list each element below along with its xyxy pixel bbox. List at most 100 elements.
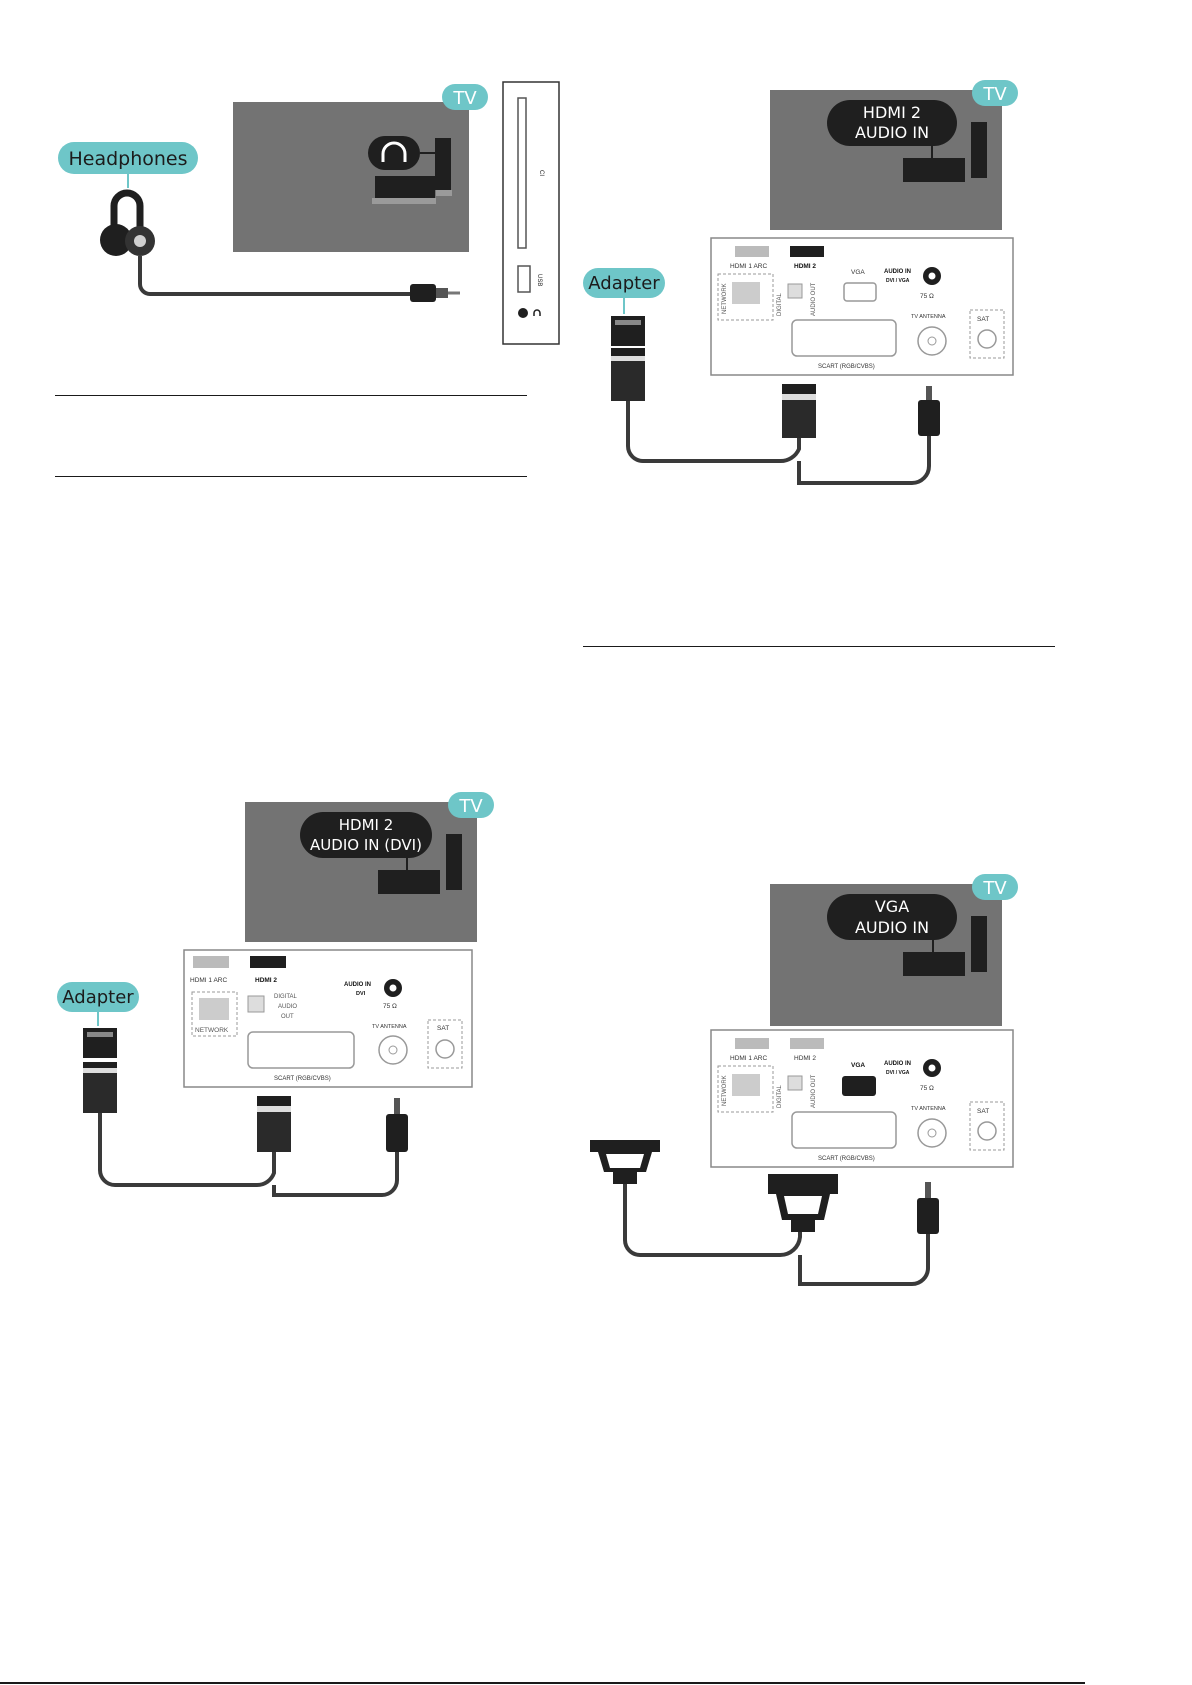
scart-port [791, 319, 897, 357]
port-callout-line1: HDMI 2 [863, 103, 921, 122]
port-callout [300, 812, 432, 858]
network-label: NETWORK [195, 1027, 229, 1034]
tv-badge-label: TV [452, 88, 477, 109]
divider [55, 395, 527, 396]
adapter-callout [583, 268, 665, 298]
tv-badge [972, 874, 1018, 900]
adapter-cable [626, 401, 801, 463]
tv-antenna-label: TV ANTENNA [911, 314, 946, 320]
hdmi-dvi-audio-diagram: TV HDMI 2 AUDIO IN (DVI) HDMI 1 ARC HDMI… [57, 792, 494, 1197]
scart-label: SCART (RGB/CVBS) [818, 364, 875, 370]
hdmi2-label: HDMI 2 [794, 1055, 816, 1062]
tv-badge [448, 792, 494, 818]
adapter-cable [98, 1113, 276, 1188]
tv-antenna-port [917, 1118, 947, 1148]
tv-port-panel [710, 1029, 1014, 1168]
port-callout-line2: AUDIO IN (DVI) [310, 836, 422, 854]
network-port-group [717, 273, 774, 321]
hdmi2-port [250, 956, 286, 968]
tv-antenna-port [917, 326, 947, 356]
vga-audio-diagram: TV VGA AUDIO IN HDMI 1 ARC HDMI 2 VGA AU… [590, 874, 1018, 1286]
adapter-callout [57, 982, 139, 1012]
sat-label: SAT [977, 1108, 989, 1115]
headphones-callout-label: Headphones [68, 148, 187, 170]
scart-label: SCART (RGB/CVBS) [274, 1076, 331, 1082]
jack-plug [410, 284, 436, 302]
vga-label: VGA [851, 269, 865, 276]
tv-badge-label: TV [982, 878, 1007, 899]
side-slot [446, 834, 462, 890]
vga-port [842, 1076, 876, 1096]
audio-out-label: AUDIO OUT [811, 1074, 817, 1108]
scart-label: SCART (RGB/CVBS) [818, 1156, 875, 1162]
tv-antenna-label: TV ANTENNA [372, 1024, 407, 1030]
tv-badge-label: TV [458, 796, 483, 817]
port-callout-line2: AUDIO IN [855, 918, 929, 937]
headphone-port-bubble [368, 136, 420, 170]
figure-vga-audio-in: TV VGA AUDIO IN HDMI 1 ARC HDMI 2 VGA AU… [578, 870, 1038, 1295]
hdmi1-port [193, 956, 229, 968]
audio-plug [917, 1198, 939, 1234]
port-callout-line1: VGA [875, 897, 909, 916]
vga-plug-left [590, 1140, 660, 1152]
hdmi-plug [257, 1096, 291, 1106]
headphone-symbol-icon [533, 309, 541, 316]
network-port [199, 998, 229, 1020]
hdmi1-port [735, 246, 769, 257]
network-port-group [717, 1065, 774, 1113]
hdmi2-port [790, 246, 824, 257]
tv-port-block [375, 176, 435, 198]
hdmi-adapter-plug [83, 1073, 117, 1113]
digital-audio-label: AUDIO [278, 1004, 297, 1010]
headphone-jack [518, 308, 528, 318]
digital-out-label: OUT [281, 1014, 294, 1020]
vga-label: VGA [851, 1062, 865, 1069]
network-port [732, 282, 760, 304]
figure-hdmi-audio-in-dvi: TV HDMI 2 AUDIO IN (DVI) HDMI 1 ARC HDMI… [52, 790, 524, 1208]
tv-badge-label: TV [982, 84, 1007, 105]
ci-label: CI [538, 170, 544, 176]
audio-in-label: AUDIO IN [884, 269, 911, 275]
digital-audio-port [787, 283, 803, 299]
audio-cable [272, 1152, 399, 1197]
audio-plug [918, 400, 940, 436]
hdmi1-label: HDMI 1 ARC [730, 1055, 768, 1062]
audio-out-label: AUDIO OUT [811, 282, 817, 316]
hdmi1-label: HDMI 1 ARC [190, 977, 228, 984]
hdmi-adapter-plug [611, 361, 645, 401]
side-slot [971, 916, 987, 972]
network-label: NETWORK [722, 283, 728, 314]
page-footer-rule [0, 1682, 1085, 1684]
network-port [732, 1074, 760, 1096]
network-label: NETWORK [722, 1075, 728, 1106]
tv-port-panel [183, 949, 473, 1088]
tv-port-panel [710, 237, 1014, 376]
port-callout [827, 100, 957, 146]
sat-port-group [427, 1019, 463, 1069]
headphones-diagram: TV CI USB Headphones [58, 81, 560, 345]
tv-port-block [378, 870, 440, 894]
tv-port-block [903, 952, 965, 976]
adapter-callout-label: Adapter [62, 987, 134, 1008]
side-slot [435, 138, 451, 190]
audio-in-label: AUDIO IN [884, 1061, 911, 1067]
hdmi1-label: HDMI 1 ARC [730, 263, 768, 270]
hdmi-plug [782, 384, 816, 394]
headphone-cable [138, 256, 412, 296]
divider [55, 476, 527, 477]
digital-audio-port [787, 1075, 803, 1091]
digital-label: DIGITAL [777, 1084, 783, 1108]
sat-label: SAT [977, 316, 989, 323]
figure-headphones: TV CI USB Headphones [50, 80, 570, 350]
hdmi2-label: HDMI 2 [255, 977, 277, 984]
audio-in-sublabel: DVI / VGA [886, 278, 910, 284]
sat-port-group [969, 309, 1005, 359]
hdmi2-label: HDMI 2 [794, 263, 816, 270]
vga-plug-right [768, 1182, 838, 1194]
ohm-label: 75 Ω [383, 1003, 397, 1010]
usb-port [517, 265, 531, 293]
sat-port [435, 1039, 455, 1059]
tv-badge [972, 80, 1018, 106]
audio-cable [798, 1234, 930, 1286]
scart-port [247, 1031, 355, 1069]
